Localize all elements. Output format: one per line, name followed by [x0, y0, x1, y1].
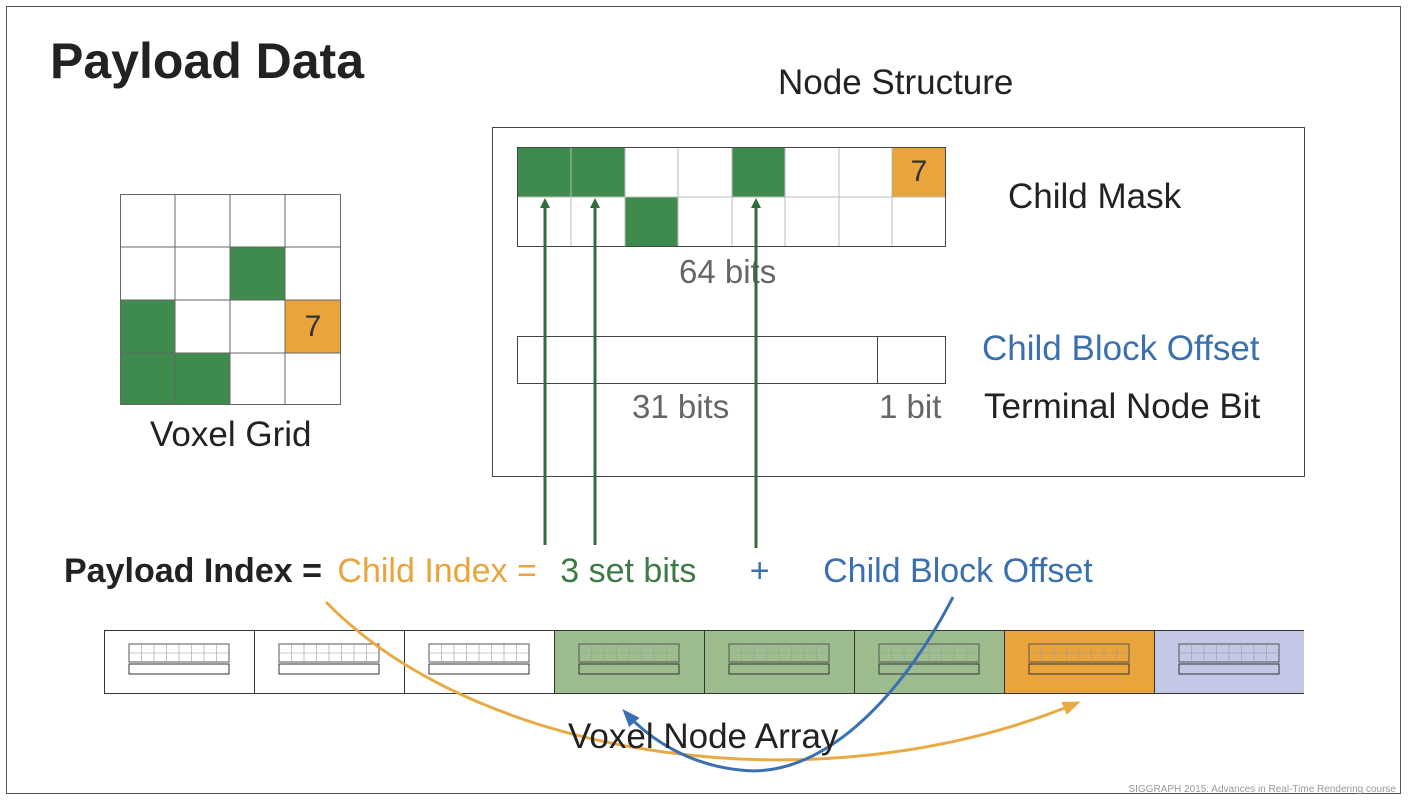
node-structure-box	[492, 127, 1305, 477]
node-structure-label: Node Structure	[778, 63, 1014, 102]
mask-bit-set	[517, 147, 571, 197]
terminal-bit-divider	[877, 337, 878, 383]
mask-bit-set	[732, 147, 785, 197]
voxel-grid: 7	[120, 194, 341, 405]
voxel-node-cell-blue	[1154, 630, 1305, 694]
voxel-node-array-label: Voxel Node Array	[568, 717, 839, 756]
terminal-bits-label: 1 bit	[879, 388, 942, 425]
voxel-node-cell-green	[854, 630, 1005, 694]
child-mask-label: Child Mask	[1008, 177, 1182, 216]
voxel-node-cell-white	[254, 630, 405, 694]
plus-operator: +	[749, 552, 770, 590]
voxel-grid-label: Voxel Grid	[150, 415, 312, 454]
voxel-node-cell-green	[704, 630, 855, 694]
slide-frame	[6, 6, 1401, 794]
child-block-offset-label: Child Block Offset	[982, 329, 1260, 368]
voxel-grid-lines	[120, 194, 341, 405]
child-mask-bits-label: 64 bits	[679, 253, 777, 290]
voxel-node-array-cells	[104, 630, 1305, 694]
voxel-node-cell-white	[104, 630, 255, 694]
voxel-node-cell-green	[554, 630, 705, 694]
voxel-cell-green	[175, 353, 230, 405]
set-bits-term: 3 set bits	[560, 552, 697, 590]
terminal-node-bit-label: Terminal Node Bit	[984, 387, 1261, 426]
mask-bit-set	[571, 147, 625, 197]
voxel-node-array	[104, 630, 1305, 694]
voxel-cell-green	[230, 247, 285, 300]
payload-formula: Payload Index = Child Index = 3 set bits…	[64, 552, 1093, 591]
mask-bit-current: 7	[892, 147, 946, 197]
voxel-cell-orange: 7	[285, 300, 341, 353]
child-block-offset-term: Child Block Offset	[823, 552, 1093, 590]
voxel-node-array-svg	[104, 630, 1305, 694]
mask-bit-set	[625, 197, 678, 247]
child-mask-lines	[517, 147, 946, 247]
voxel-cell-green	[120, 300, 175, 353]
offset-bar	[517, 336, 946, 384]
offset-bits-label: 31 bits	[632, 388, 730, 425]
payload-index-term: Payload Index =	[64, 552, 322, 590]
voxel-cell-green	[120, 353, 175, 405]
voxel-node-cell-orange	[1004, 630, 1155, 694]
slide-title: Payload Data	[50, 33, 365, 89]
child-mask: 7	[517, 147, 946, 247]
voxel-node-cell-white	[404, 630, 555, 694]
child-index-term: Child Index =	[337, 552, 537, 590]
footer-credit: SIGGRAPH 2015: Advances in Real-Time Ren…	[1128, 784, 1396, 795]
